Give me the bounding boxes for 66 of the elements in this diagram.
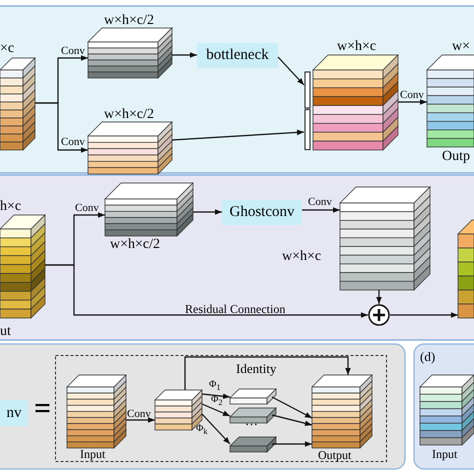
process-box: nv [0,400,28,426]
feature-map-cube [230,408,276,423]
process-box: Ghostconv [222,200,302,225]
caption-label: Input [80,448,106,460]
edge-label: Φ$_{k}$ [196,424,208,436]
feature-map-cube [230,389,276,404]
arrow [172,130,304,141]
edge-label: Φ$_{2}$ [211,395,222,408]
feature-map-cube [88,122,172,174]
arrow [278,56,304,86]
caption-label: ut [0,325,11,339]
dashed-frame [55,355,387,462]
feature-map-cube [420,375,474,445]
ellipsis-label: … [245,414,258,427]
panel-label: (d) [420,350,436,363]
edge-label: Conv [127,409,151,420]
process-box: bottleneck [197,43,278,68]
dimension-label: h×c [0,200,22,214]
arrow [45,264,368,318]
arrow [193,209,222,215]
arrow [202,403,230,417]
edge-label: Identity [236,362,276,375]
edge-label: Φ$_{1}$ [209,380,220,392]
dimension-label: w× [452,40,470,54]
caption-label: Input [432,448,458,460]
feature-map-cube [0,58,35,150]
feature-map-cube [155,390,202,430]
dimension-label: w×h×c [337,40,376,54]
feature-map-cube [0,215,45,318]
dimension-label: Outp [442,150,470,164]
feature-map-cube [88,28,172,78]
edge-label: Conv [400,90,424,101]
edge-label: Conv [75,203,99,214]
arrow [272,414,312,426]
feature-map-cube [230,437,276,452]
caption-label: Output [318,449,352,461]
dimension-label: w×h×c/2 [110,238,160,252]
feature-map-cube [458,220,474,318]
add-operator [368,304,390,326]
edge-label: Conv [61,46,85,57]
feature-map-cube [105,183,193,236]
arrow [376,290,382,304]
arrow [272,396,312,419]
arrow [126,417,155,423]
dimension-label: ×c [0,42,14,56]
edge-label: Conv [61,137,85,148]
edge-label: Conv [308,197,332,208]
dimension-label: w×h×c/2 [104,14,154,28]
arrow [202,414,230,444]
feature-map-cube [304,55,398,150]
dimension-label: w×h×c/2 [104,108,154,122]
feature-map-cube [67,375,126,448]
arrow [272,441,312,447]
feature-map-cube [340,187,430,290]
equals-sign: = [34,394,52,424]
arrow [184,356,351,390]
arrow [398,99,427,105]
feature-map-cube [312,375,372,448]
arrow [202,393,230,400]
arrow [172,52,197,58]
arrow [302,207,340,213]
arrow [390,312,458,318]
edge-label: Residual Connection [185,303,286,315]
feature-map-cube [427,55,474,147]
arrow [35,102,88,153]
dimension-label: w×h×c [282,250,322,264]
